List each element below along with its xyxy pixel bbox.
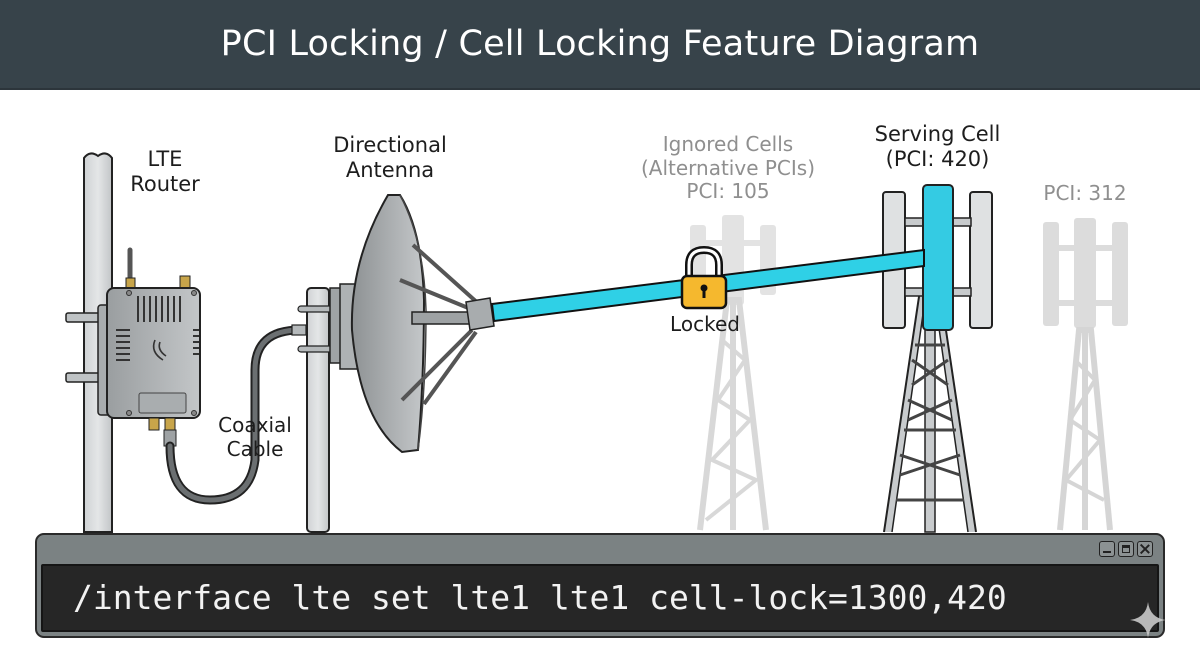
serving-tower-420	[882, 184, 993, 533]
pci-105-label: PCI: 105	[686, 179, 770, 204]
serving-cell-pci: (PCI: 420)	[885, 146, 990, 171]
ignored-cells-title: Ignored Cells	[662, 132, 794, 156]
serving-cell-label: Serving Cell (PCI: 420)	[855, 122, 1020, 172]
padlock-icon	[680, 245, 728, 310]
router-label-line2: Router	[130, 171, 200, 196]
directional-antenna-dish	[329, 194, 495, 454]
pci-312-label: PCI: 312	[1043, 181, 1127, 205]
ignored-cells-label: Ignored Cells (Alternative PCIs) PCI: 10…	[628, 132, 828, 204]
page-title: PCI Locking / Cell Locking Feature Diagr…	[220, 24, 980, 64]
close-button[interactable]	[1137, 541, 1153, 557]
lte-router	[97, 247, 201, 447]
cable-label: Coaxial Cable	[200, 413, 310, 461]
diagram-scene	[65, 152, 1128, 533]
terminal-window: /interface lte set lte1 lte1 cell-lock=1…	[35, 533, 1165, 638]
maximize-button[interactable]	[1118, 541, 1134, 557]
antenna-label-line1: Directional	[333, 133, 447, 157]
router-label-line1: LTE	[147, 147, 183, 171]
serving-cell-title: Serving Cell	[874, 122, 1001, 146]
terminal-screen[interactable]: /interface lte set lte1 lte1 cell-lock=1…	[41, 564, 1159, 632]
ignored-tower-312	[1043, 218, 1128, 531]
cable-label-line2: Cable	[226, 436, 284, 461]
ignored-tower-105	[690, 215, 776, 531]
sparkle-icon	[1130, 602, 1166, 638]
antenna-pole	[291, 287, 339, 533]
ignored-cells-subtitle: (Alternative PCIs)	[640, 155, 816, 180]
minimize-button[interactable]	[1099, 541, 1115, 557]
header-bar: PCI Locking / Cell Locking Feature Diagr…	[0, 0, 1200, 90]
window-controls	[1099, 541, 1153, 557]
locked-label: Locked	[670, 312, 740, 336]
antenna-label: Directional Antenna	[305, 133, 475, 183]
terminal-command: /interface lte set lte1 lte1 cell-lock=1…	[73, 578, 1007, 617]
router-label: LTE Router	[125, 147, 205, 197]
cable-label-line1: Coaxial	[218, 413, 292, 437]
mikrotik-logo-icon	[152, 339, 167, 361]
antenna-label-line2: Antenna	[345, 157, 435, 182]
